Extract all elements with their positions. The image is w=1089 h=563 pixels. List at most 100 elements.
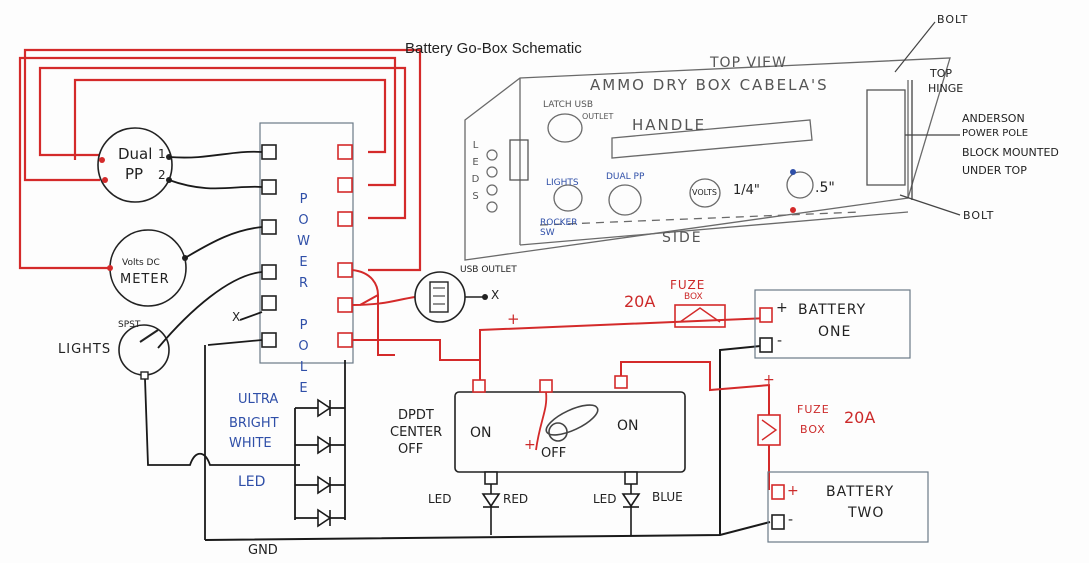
led-type-label-1: ULTRA	[238, 392, 279, 407]
power-pole-red-terminals	[337, 144, 353, 348]
dpdt-label-1: DPDT	[398, 408, 434, 423]
top-view-leds-dots	[486, 149, 498, 213]
red-outer-wires	[18, 48, 422, 272]
meter-red-pin	[107, 265, 113, 271]
spst-lever	[139, 329, 159, 343]
fuse-2-amp-label: 20A	[844, 408, 876, 427]
dimension-b-label: .5"	[815, 180, 835, 196]
volts-small-label: VOLTS	[692, 188, 717, 197]
battery-two-label-2: TWO	[848, 505, 885, 521]
fuse-1-label-2: BOX	[684, 292, 703, 302]
fuse-1-amp-label: 20A	[624, 292, 656, 311]
dpdt-toggle-base	[548, 422, 568, 442]
battery-one-plus: +	[776, 300, 788, 316]
positive-bus-plus-label: +	[507, 310, 520, 328]
gnd-label: GND	[248, 543, 278, 558]
battery-one-box	[754, 289, 911, 359]
usb-outlet-small-label: OUTLET	[582, 112, 614, 121]
fuse-box-1	[674, 304, 726, 328]
led-type-label-4: LED	[238, 474, 266, 490]
battery-one-minus: -	[777, 333, 783, 349]
dimension-a-label: 1/4"	[733, 183, 760, 198]
battery-two-plus: +	[787, 483, 799, 499]
bolt-top-label: BOLT	[937, 13, 969, 26]
top-view-red-dot	[790, 207, 796, 213]
top-view-leader-lines	[894, 21, 961, 216]
lights-switch-label: LIGHTS	[546, 178, 579, 188]
dual-pp-label-1: Dual	[118, 145, 153, 163]
battery-two-box	[767, 471, 929, 543]
indicator-leds	[481, 484, 641, 535]
usb-outlet-label: USB OUTLET	[460, 265, 517, 275]
red-wires-mid	[351, 269, 771, 385]
dual-pp-pin-1-label: 1	[158, 147, 166, 161]
top-hinge-label-2: HINGE	[928, 82, 964, 95]
dual-pp-circle	[97, 127, 173, 203]
rocker-switch-label: ROCKER SW	[540, 218, 578, 238]
dual-pp-label-2: PP	[125, 165, 144, 183]
spst-label: SPST	[118, 320, 141, 330]
leds-vertical-label: LEDS	[470, 140, 481, 208]
usb-port	[429, 281, 449, 313]
box-name-label: AMMO DRY BOX CABELA'S	[590, 76, 829, 94]
dpdt-to-fuse-2-wire	[620, 361, 771, 392]
meter-label-2: METER	[120, 272, 170, 287]
meter-label-1: Volts DC	[122, 258, 160, 268]
battery-two-positive	[771, 484, 785, 500]
handle-label: HANDLE	[632, 116, 707, 134]
top-hinge-label-1: TOP	[930, 67, 953, 80]
anderson-label-3: BLOCK MOUNTED	[962, 146, 1059, 159]
dpdt-off-label: OFF	[541, 446, 567, 461]
unused-x-mark: X	[232, 310, 241, 324]
battery-two-minus: -	[788, 512, 794, 528]
anderson-label-1: ANDERSON	[962, 112, 1025, 125]
side-label: SIDE	[662, 230, 703, 246]
dpdt-red-jumper	[535, 391, 548, 451]
spst-ground-wire	[144, 378, 300, 466]
dpdt-on-left-label: ON	[470, 425, 492, 441]
dpdt-top-terminals	[472, 375, 628, 393]
battery-one-label-2: ONE	[818, 324, 852, 340]
top-view-label: TOP VIEW	[710, 55, 787, 71]
dpdt-label-3: OFF	[398, 442, 424, 457]
led-diodes	[317, 398, 332, 528]
anderson-label-4: UNDER TOP	[962, 164, 1027, 177]
fuse-2-plus-label: +	[763, 372, 775, 388]
usb-x-mark: X	[491, 288, 500, 302]
bolt-bottom-label: BOLT	[963, 209, 995, 222]
led-red-label-2: RED	[503, 492, 529, 506]
led-red-label-1: LED	[428, 492, 452, 506]
top-view-blue-dot	[790, 169, 796, 175]
dpdt-on-right-label: ON	[617, 418, 639, 434]
battery-negative-wire	[719, 344, 771, 535]
latch-usb-label: LATCH USB	[543, 100, 594, 110]
dpdt-toggle-lever	[545, 404, 599, 436]
fuse-2-label-1: FUZE	[797, 403, 830, 416]
anderson-label-2: POWER POLE	[962, 128, 1029, 139]
dual-pp-red-pin-2	[102, 177, 108, 183]
battery-two-label-1: BATTERY	[826, 484, 895, 500]
fuse-2-label-2: BOX	[800, 423, 826, 436]
battery-one-label-1: BATTERY	[798, 302, 867, 318]
power-pole-block	[259, 122, 354, 364]
diagram-title: Battery Go-Box Schematic	[405, 40, 582, 57]
dual-pp-pin-2-label: 2	[158, 168, 166, 182]
spst-terminal	[140, 371, 149, 380]
dual-pp-small-label: DUAL PP	[606, 172, 645, 182]
dual-pp-red-pin-1	[99, 157, 105, 163]
power-pole-label: POWER POLE	[296, 192, 311, 402]
led-blue-label-2: BLUE	[652, 490, 683, 504]
lights-label: LIGHTS	[58, 342, 112, 357]
fuse-1-label-1: FUZE	[670, 278, 706, 292]
dpdt-switch-body	[454, 391, 686, 473]
battery-one-positive	[759, 307, 773, 323]
led-type-label-2: BRIGHT	[229, 416, 279, 431]
battery-two-negative	[771, 514, 785, 530]
dpdt-plus-label: +	[524, 437, 536, 453]
black-wires-left	[157, 150, 263, 349]
battery-one-negative	[759, 337, 773, 353]
led-type-label-3: WHITE	[229, 436, 272, 451]
dpdt-label-2: CENTER	[390, 425, 443, 440]
